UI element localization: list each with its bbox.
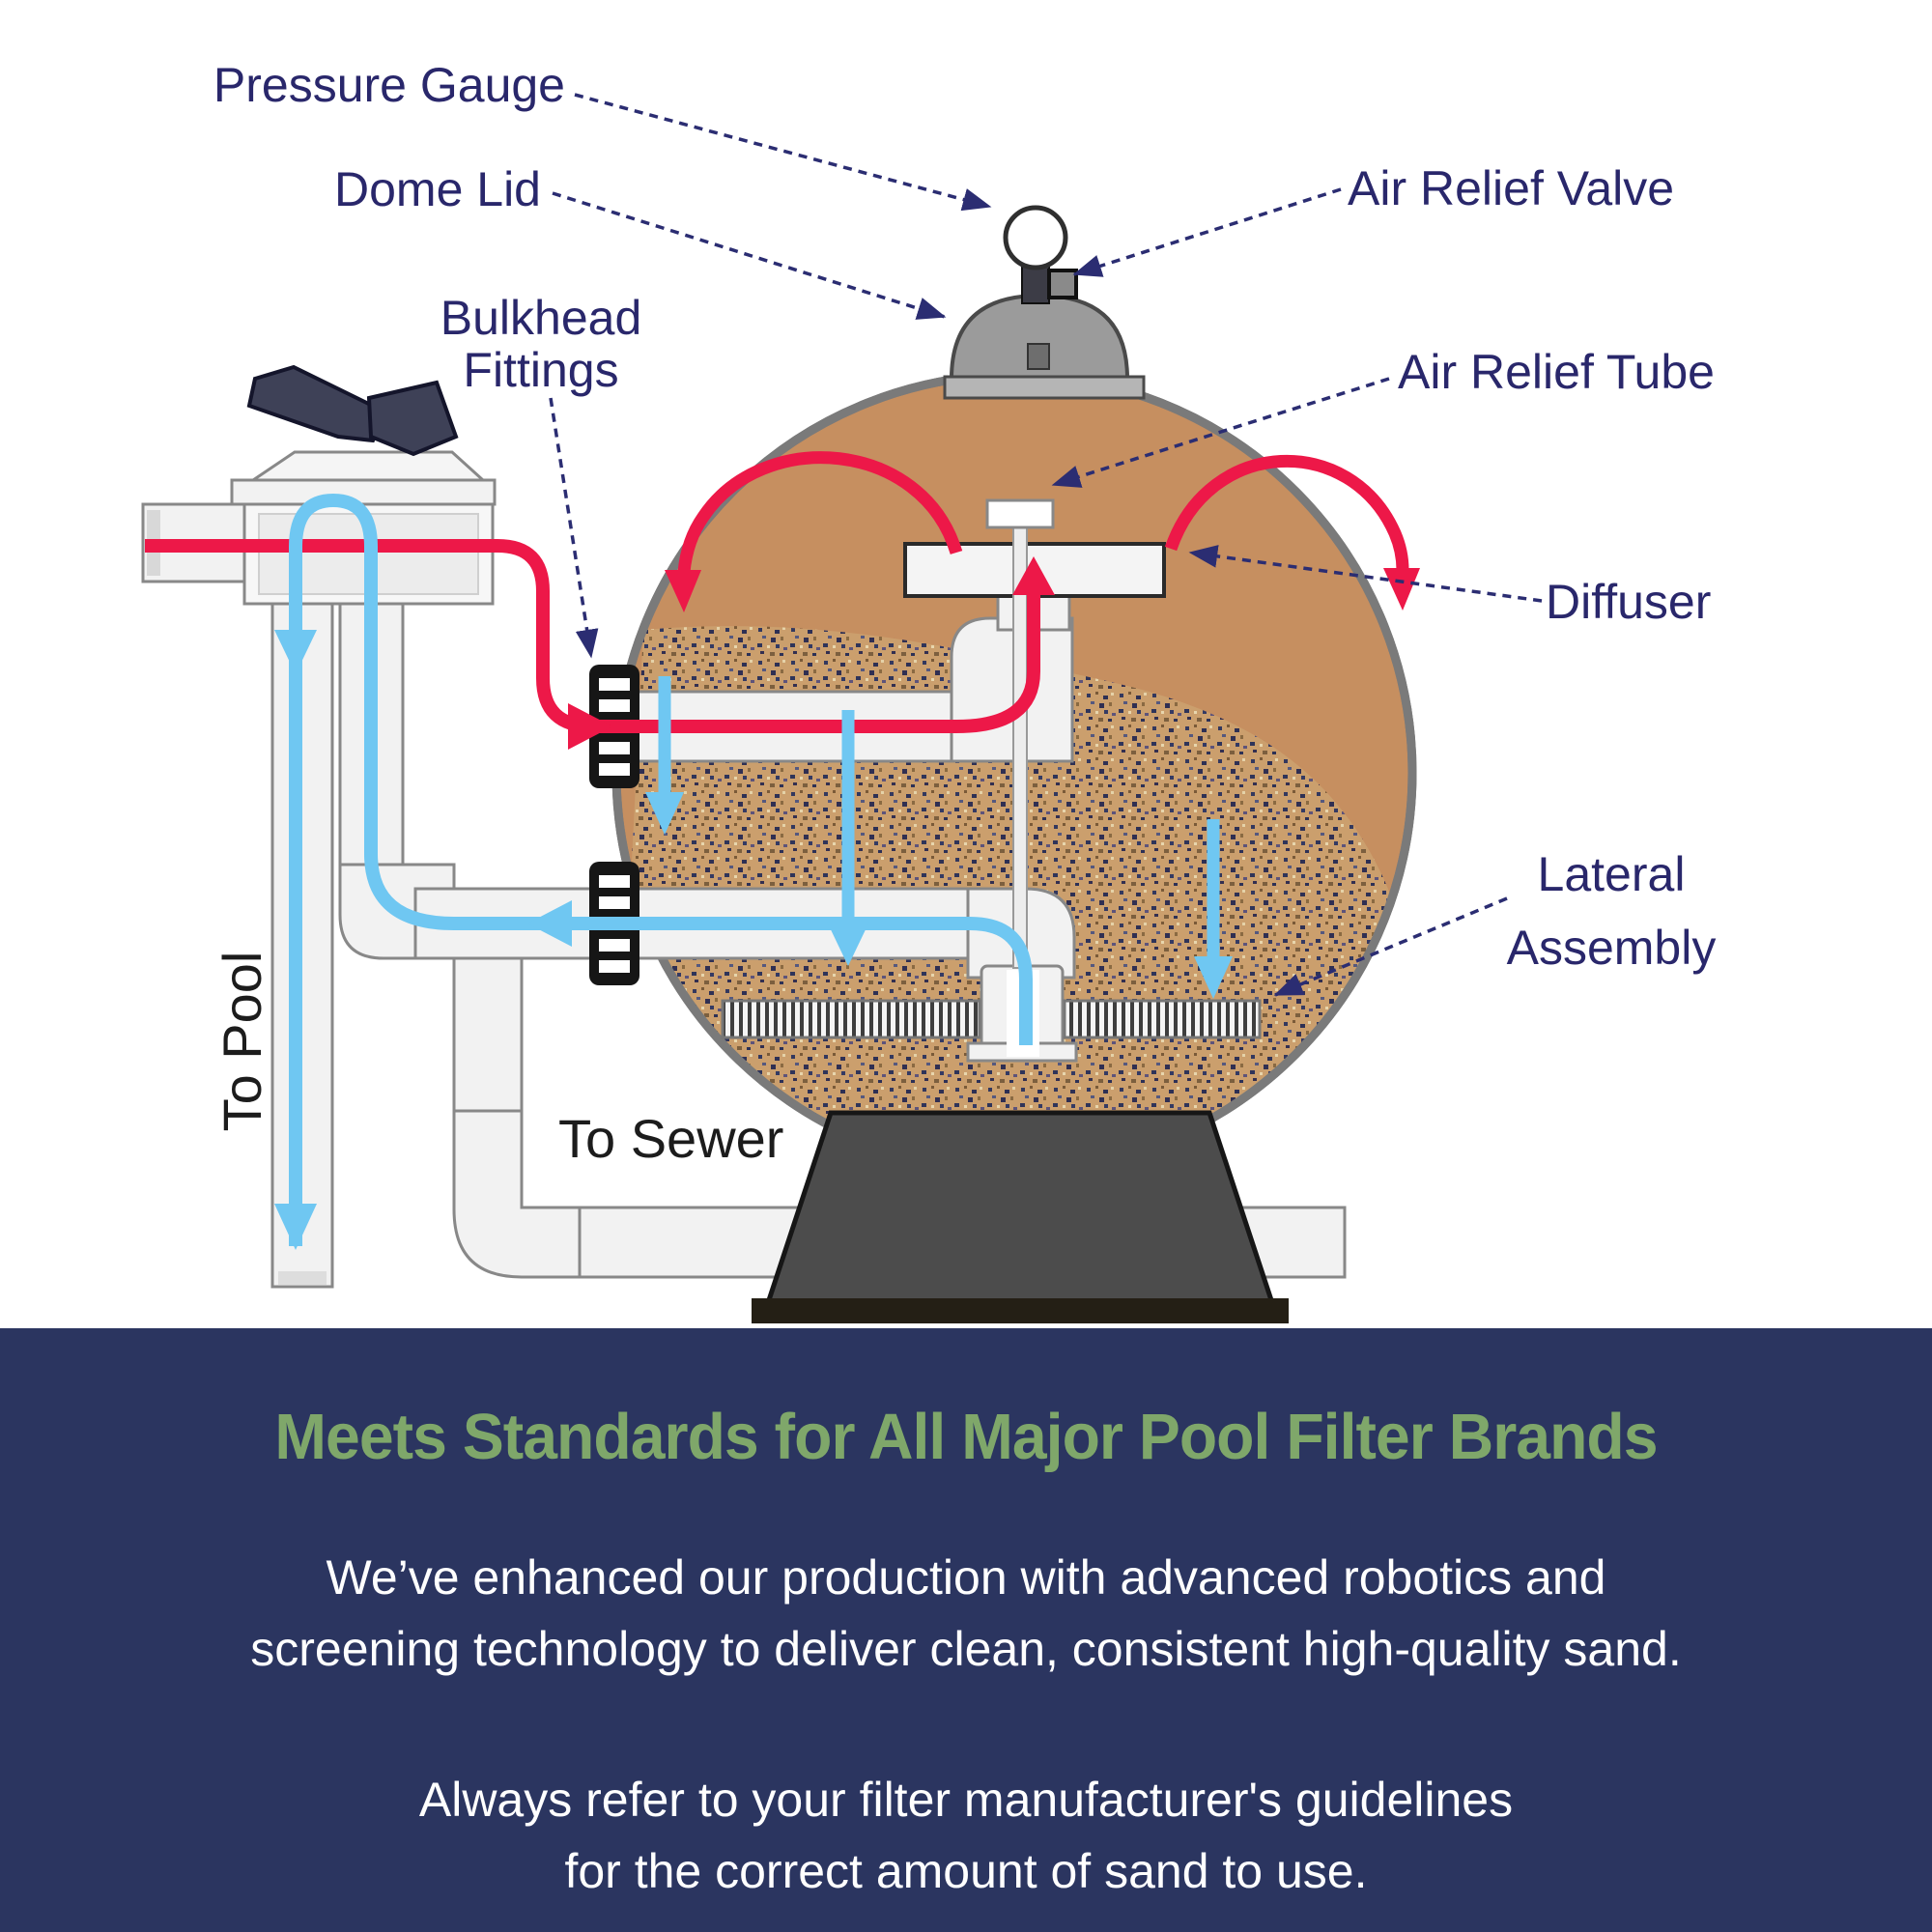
pointer-pressure-gauge bbox=[574, 93, 992, 212]
outflow-blue bbox=[289, 493, 1220, 1246]
label-bulkhead-line2: Fittings bbox=[463, 343, 618, 397]
pointer-dome-lid bbox=[552, 191, 947, 320]
info-paragraph-1: We’ve enhanced our production with advan… bbox=[0, 1542, 1932, 1685]
lateral-arm-right bbox=[1063, 999, 1262, 1039]
label-diffuser: Diffuser bbox=[1546, 575, 1711, 629]
pointer-lateral bbox=[1273, 896, 1508, 997]
valve-handle-grip bbox=[366, 380, 459, 457]
dome-flange bbox=[943, 375, 1146, 400]
valve-handle bbox=[246, 364, 387, 443]
info-paragraph-2: Always refer to your filter manufacturer… bbox=[0, 1764, 1932, 1907]
dome-lid bbox=[943, 293, 1146, 400]
pointer-bulkhead bbox=[549, 397, 599, 659]
info-paragraph-2-line-1: Always refer to your filter manufacturer… bbox=[418, 1773, 1514, 1827]
label-to-pool: To Pool bbox=[212, 952, 272, 1132]
inflow-red-arrowheads bbox=[568, 556, 1420, 750]
tank-base bbox=[752, 1110, 1289, 1323]
pointer-diffuser bbox=[1188, 545, 1543, 603]
label-lateral-line1: Lateral bbox=[1538, 847, 1686, 901]
air-relief-tube bbox=[985, 498, 1055, 969]
label-lateral-line2: Assembly bbox=[1507, 921, 1717, 975]
pointer-air-relief-valve bbox=[1072, 187, 1342, 277]
label-pressure-gauge: Pressure Gauge bbox=[213, 58, 565, 112]
info-paragraph-1-line-1: We’ve enhanced our production with advan… bbox=[326, 1550, 1606, 1605]
pipe-open-end bbox=[278, 1271, 327, 1285]
base-foot bbox=[752, 1298, 1289, 1323]
pressure-gauge bbox=[1003, 205, 1078, 304]
diagram-labels: Pressure Gauge Dome Lid Bulkhead Fitting… bbox=[212, 58, 1716, 1169]
sand-filter-diagram: Pressure Gauge Dome Lid Bulkhead Fitting… bbox=[141, 58, 1717, 1323]
label-dome-lid: Dome Lid bbox=[334, 162, 541, 216]
info-paragraph-2-line-2: for the correct amount of sand to use. bbox=[564, 1844, 1368, 1898]
pointer-air-relief-tube bbox=[1051, 377, 1390, 488]
inlet-elbow bbox=[950, 616, 1074, 763]
valve-flange bbox=[230, 478, 497, 506]
label-to-sewer: To Sewer bbox=[558, 1108, 783, 1169]
valve-lid bbox=[248, 450, 487, 482]
inflow-red bbox=[145, 451, 1409, 733]
air-relief-valve-part bbox=[1047, 269, 1078, 299]
blue-return-path bbox=[541, 917, 1033, 1045]
info-panel: Meets Standards for All Major Pool Filte… bbox=[0, 1328, 1932, 1932]
lateral-arm-left bbox=[721, 999, 981, 1039]
blue-to-pool-path bbox=[289, 493, 572, 1246]
label-air-relief-tube: Air Relief Tube bbox=[1398, 345, 1715, 399]
red-flow-path bbox=[145, 539, 1040, 733]
pointer-lines bbox=[549, 93, 1543, 997]
label-bulkhead-line1: Bulkhead bbox=[440, 291, 642, 345]
multiport-valve bbox=[230, 364, 497, 606]
outflow-blue-arrowheads bbox=[274, 630, 1233, 1250]
info-paragraph-1-line-2: screening technology to deliver clean, c… bbox=[250, 1622, 1682, 1676]
red-spray-right bbox=[1164, 455, 1409, 571]
dome-notch bbox=[1027, 343, 1050, 370]
info-heading: Meets Standards for All Major Pool Filte… bbox=[274, 1401, 1658, 1473]
label-air-relief-valve: Air Relief Valve bbox=[1348, 161, 1674, 215]
red-spray-left bbox=[677, 451, 963, 573]
lateral-assembly bbox=[721, 999, 1262, 1039]
air-relief-tube-cap bbox=[985, 498, 1055, 529]
sand-filter-schematic: Pressure Gauge Dome Lid Bulkhead Fitting… bbox=[141, 58, 1716, 1323]
gauge-dial bbox=[1003, 205, 1068, 270]
